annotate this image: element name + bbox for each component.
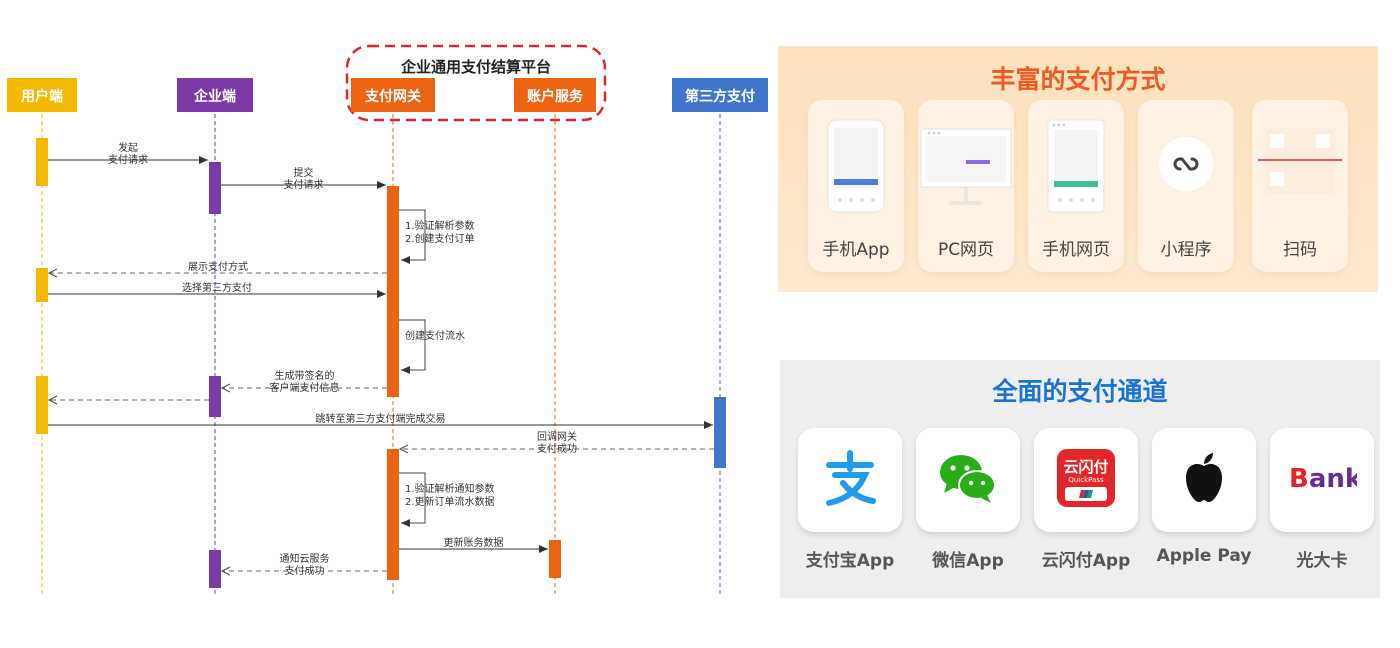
method-mobile-web: 手机网页: [1028, 100, 1124, 272]
wechat-icon: [937, 450, 999, 510]
message-label: 支付请求: [108, 153, 148, 166]
channel-label: 支付宝App: [805, 551, 895, 571]
activation-bar-third: [714, 397, 726, 468]
message-label: 通知云服务: [280, 552, 330, 565]
actor-label-gw: 支付网关: [364, 88, 421, 105]
activation-bar-ent: [209, 162, 221, 214]
message-label: 提交: [294, 166, 314, 179]
activation-bar-user: [36, 138, 48, 186]
channel-label: 微信App: [932, 551, 1004, 571]
activation-bar-user: [36, 376, 48, 434]
actor-box-acct: [514, 78, 596, 112]
scan-code-icon: [1258, 126, 1342, 200]
unionpay-en-text: QuickPass: [1068, 476, 1104, 484]
channel-alipay: [798, 428, 902, 532]
message-label: 生成带签名的: [275, 369, 335, 382]
apple-icon: [1182, 452, 1226, 508]
message-label: 选择第三方支付: [182, 281, 252, 294]
pc-web-icon: [920, 128, 1012, 214]
message-label: 支付成功: [537, 442, 577, 455]
actor-box-gw: [351, 78, 435, 112]
actor-box-ent: [177, 78, 253, 112]
method-pc-web: PC网页: [918, 100, 1014, 272]
channel-apple-pay: [1152, 428, 1256, 532]
payment-sequence-diagram: 企业通用支付结算平台 发起支付请求提交支付请求1.验证解析参数2.创建支付订单展…: [7, 44, 768, 596]
channel-bank-card: Bank: [1270, 428, 1374, 532]
method-mobile-app: 手机App: [808, 100, 904, 272]
message-label: 1.验证解析参数: [405, 219, 475, 232]
unionpay-cn-text: 云闪付: [1063, 458, 1108, 476]
mobile-web-icon: [1046, 118, 1106, 218]
method-label: 小程序: [1160, 240, 1212, 260]
actor-box-third: [672, 78, 768, 112]
rich-payment-title: 丰富的支付方式: [990, 65, 1166, 94]
activation-bar-ent: [209, 376, 221, 417]
channel-label: 云闪付App: [1041, 551, 1131, 571]
actor-label-third: 第三方支付: [685, 88, 755, 105]
channels-title: 全面的支付通道: [992, 377, 1168, 406]
message-label: 展示支付方式: [188, 260, 248, 273]
mobile-app-icon: [826, 118, 886, 218]
method-label: 手机网页: [1042, 240, 1110, 260]
bank-rest-letters: ank: [1309, 464, 1357, 494]
message-label: 发起: [118, 141, 138, 154]
actor-label-user: 用户端: [21, 88, 63, 105]
activation-bar-acct: [549, 540, 561, 578]
message-11: 更新账务数据: [399, 536, 548, 553]
message-label: 客户端支付信息: [270, 381, 340, 394]
message-label: 2.更新订单流水数据: [405, 495, 495, 508]
message-label: 支付成功: [285, 564, 325, 577]
rich-payment-methods-panel: 丰富的支付方式 手机App PC网页 手机网页 小程序 扫码: [778, 46, 1378, 292]
method-label: PC网页: [937, 240, 995, 260]
method-label: 扫码: [1283, 240, 1317, 260]
platform-title: 企业通用支付结算平台: [400, 58, 551, 76]
bank-b-letter: B: [1289, 464, 1309, 494]
bank-icon: Bank: [1287, 460, 1363, 500]
actor-box-user: [7, 78, 77, 112]
channel-unionpay: 云闪付 QuickPass: [1034, 428, 1138, 532]
message-5: 创建支付流水: [399, 319, 465, 374]
message-label: 回调网关: [537, 430, 577, 443]
method-label: 手机App: [822, 240, 890, 260]
self-message-arrow: [399, 209, 426, 264]
activation-bar-ent: [209, 550, 221, 588]
message-label: 创建支付流水: [405, 329, 465, 342]
actor-label-acct: 账户服务: [527, 88, 584, 105]
message-8: 跳转至第三方支付端完成交易: [48, 412, 713, 429]
unionpay-quickpass-icon: 云闪付 QuickPass: [1055, 447, 1117, 513]
message-label: 更新账务数据: [444, 536, 504, 549]
activation-bar-gw: [387, 186, 399, 397]
message-label: 跳转至第三方支付端完成交易: [316, 412, 446, 425]
mini-program-icon: [1158, 136, 1214, 196]
message-3: 展示支付方式: [49, 260, 387, 273]
message-label: 支付请求: [284, 178, 324, 191]
channel-wechat: [916, 428, 1020, 532]
method-scan-code: 扫码: [1252, 100, 1348, 272]
payment-channels-panel: 全面的支付通道 支付宝App 微信App 云闪付 QuickPass 云闪付Ap…: [780, 360, 1380, 598]
method-mini-program: 小程序: [1138, 100, 1234, 272]
svg-text:Bank: Bank: [1289, 464, 1357, 494]
actor-label-ent: 企业端: [193, 88, 236, 105]
message-4: 选择第三方支付: [48, 281, 386, 298]
platform-boundary: [345, 44, 607, 122]
self-message-arrow: [399, 472, 426, 527]
channel-label: 光大卡: [1296, 551, 1348, 571]
message-label: 2.创建支付订单: [405, 232, 475, 245]
self-message-arrow: [399, 319, 426, 374]
message-label: 1.验证解析通知参数: [405, 482, 495, 495]
activation-bar-user: [36, 268, 48, 302]
activation-bar-gw: [387, 449, 399, 580]
alipay-icon: [819, 447, 881, 513]
channel-label: Apple Pay: [1156, 546, 1252, 566]
